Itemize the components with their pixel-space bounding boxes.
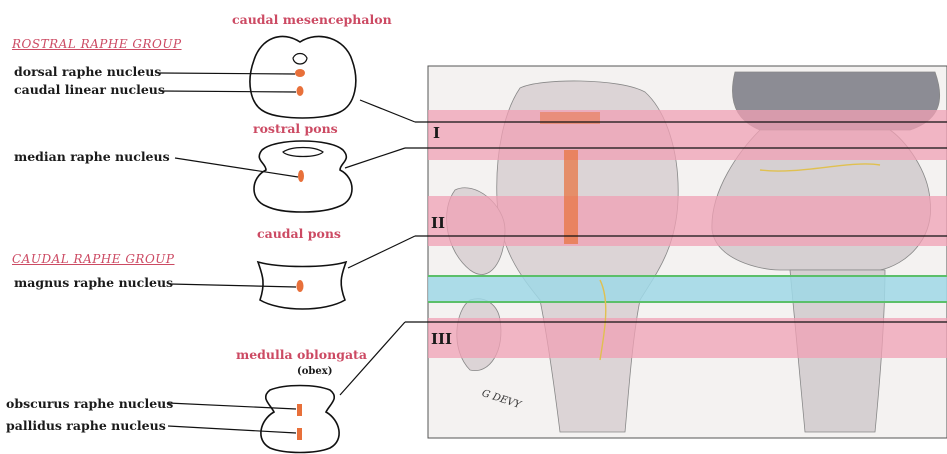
- label-median-raphe-nucleus: median raphe nucleus: [14, 149, 170, 164]
- label-pallidus-raphe-nucleus: pallidus raphe nucleus: [6, 418, 166, 433]
- label-dorsal-raphe-nucleus: dorsal raphe nucleus: [14, 64, 161, 79]
- band-level-II: [428, 196, 947, 246]
- label-caudal-linear-nucleus: caudal linear nucleus: [14, 82, 165, 97]
- label-caudal-mesencephalon: caudal mesencephalon: [232, 12, 392, 27]
- level-III-label: III: [431, 330, 452, 348]
- band-level-I: [428, 110, 947, 160]
- label-medulla-oblongata: medulla oblongata: [236, 347, 367, 362]
- section-caudal-mesencephalon: [250, 36, 356, 118]
- section-medulla-oblongata: [261, 386, 339, 453]
- label-obex: (obex): [297, 366, 332, 377]
- brainstem-raphe-mark: [564, 150, 578, 244]
- band-level-III: [428, 318, 947, 358]
- label-caudal-raphe-group: CAUDAL RAPHE GROUP: [12, 252, 175, 266]
- label-caudal-pons: caudal pons: [257, 226, 341, 241]
- level-I-label: I: [433, 124, 440, 142]
- level-II-label: II: [431, 214, 445, 232]
- label-magnus-raphe-nucleus: magnus raphe nucleus: [14, 275, 173, 290]
- band-cyan: [428, 276, 947, 302]
- label-rostral-raphe-group: ROSTRAL RAPHE GROUP: [12, 37, 182, 51]
- section-caudal-pons: [258, 262, 346, 309]
- label-rostral-pons: rostral pons: [253, 121, 338, 136]
- section-rostral-pons: [254, 141, 352, 212]
- label-obscurus-raphe-nucleus: obscurus raphe nucleus: [6, 396, 173, 411]
